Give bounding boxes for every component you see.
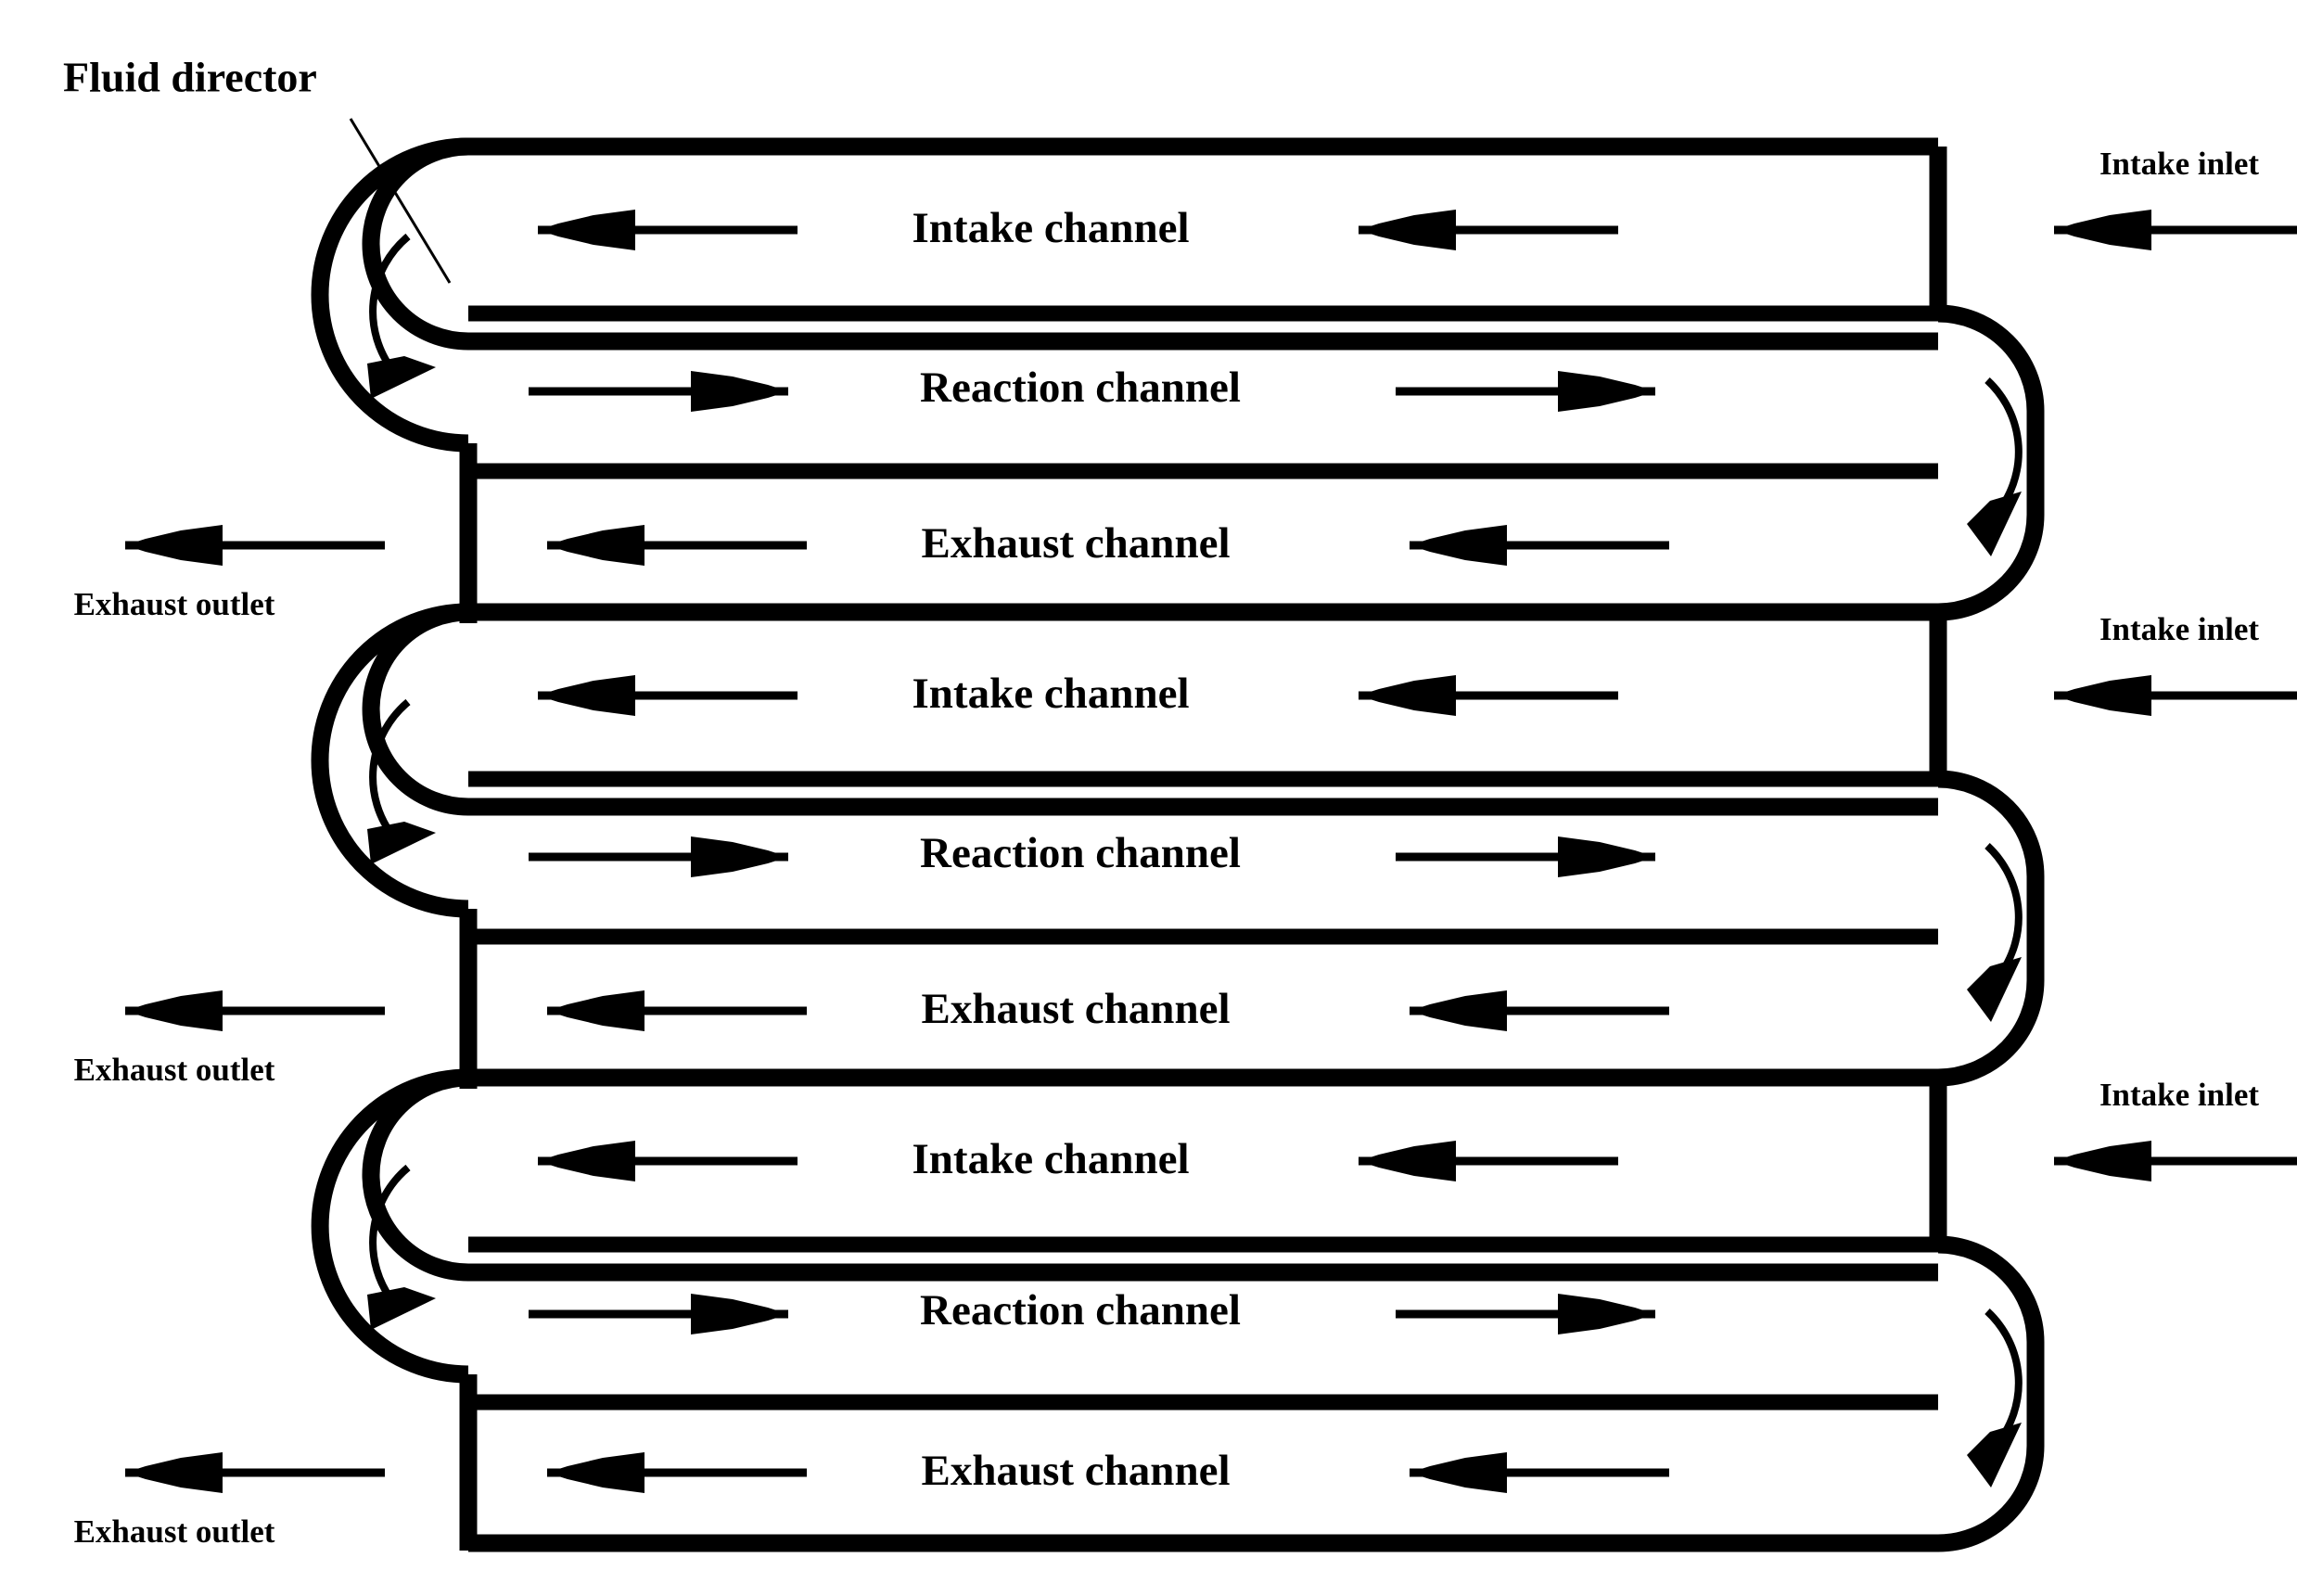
unit-2-intake-inlet-label: Intake inlet [2099, 611, 2259, 647]
unit-3-exhaust-row: Exhaust channel [547, 1447, 1669, 1495]
unit-2-reaction-row: Reaction channel [529, 829, 1655, 877]
unit-1-exhaust-row: Exhaust channel [547, 519, 1669, 568]
unit-3-intake-row: Intake channel [538, 1135, 1618, 1183]
intake-inlet-arrow [2054, 1141, 2297, 1181]
unit-3-exhaust-channel-label: Exhaust channel [921, 1447, 1230, 1495]
unit-2-exhaust-outlet-label: Exhaust outlet [74, 1052, 275, 1088]
flow-arrow-right [1396, 371, 1655, 412]
unit-3-reaction-channel-label: Reaction channel [920, 1286, 1241, 1334]
flow-arrow-right [529, 1294, 788, 1334]
flow-arrow-right [1396, 836, 1655, 877]
flow-arrow-left [538, 675, 798, 716]
unit-2-exhaust-outlet: Exhaust outlet [74, 990, 385, 1088]
unit-3-left-fluid-director-arc [369, 1164, 411, 1305]
unit-2-reaction-right-bend [1937, 770, 2045, 1087]
unit-3-intake-inlet: Intake inlet [2054, 1077, 2297, 1181]
unit-2-intake-inlet: Intake inlet [2054, 611, 2297, 716]
unit-1-left-fluid-director-arc [369, 233, 411, 374]
unit-2-intake-row: Intake channel [538, 670, 1618, 718]
flow-arrow-left [1410, 525, 1669, 566]
unit-1-reaction-right-bend [1937, 304, 2045, 621]
unit-1-intake-inlet: Intake inlet [2054, 146, 2297, 250]
flow-arrow-left [1359, 675, 1618, 716]
intake-inlet-arrow [2054, 210, 2297, 250]
unit-1-exhaust-outlet: Exhaust outlet [74, 525, 385, 622]
flow-arrow-left [538, 210, 798, 250]
flow-arrow-left [547, 525, 807, 566]
flow-arrow-right [1396, 1294, 1655, 1334]
unit-1-intake-inlet-label: Intake inlet [2099, 146, 2259, 182]
unit-3-exhaust-outlet: Exhaust outlet [74, 1452, 385, 1550]
fluid-director-callout: Fluid director [63, 54, 452, 284]
flow-arrow-left [547, 990, 807, 1031]
unit-2-left-fluid-director-head [367, 822, 436, 864]
unit-3-group: Intake channel Reaction channel Exhaust … [74, 1068, 2297, 1552]
unit-2-right-fluid-director-head [1967, 957, 2022, 1022]
unit-1-group: Intake channel Reaction channel Exhaust … [74, 137, 2297, 623]
unit-3-intake-inlet-label: Intake inlet [2099, 1077, 2259, 1113]
unit-2-exhaust-row: Exhaust channel [547, 985, 1669, 1033]
unit-1-left-bend-outer [311, 137, 469, 453]
unit-1-intake-channel-label: Intake channel [912, 204, 1189, 252]
unit-1-exhaust-channel-label: Exhaust channel [921, 519, 1230, 568]
flow-arrow-left [1410, 1452, 1669, 1493]
intake-inlet-arrow [2054, 675, 2297, 716]
fluid-director-leader-line [349, 118, 452, 284]
unit-1-right-fluid-director-head [1967, 492, 2022, 556]
flow-arrow-left [547, 1452, 807, 1493]
unit-3-left-bend-outer [311, 1068, 469, 1384]
unit-2-left-fluid-director-arc [369, 698, 411, 839]
unit-3-left-fluid-director-head [367, 1287, 436, 1330]
flow-arrow-left [538, 1141, 798, 1181]
exhaust-outlet-arrow [125, 525, 385, 566]
unit-3-reaction-right-bend [1937, 1235, 2045, 1552]
unit-3-intake-channel-label: Intake channel [912, 1135, 1189, 1183]
unit-3-right-fluid-director-head [1967, 1423, 2022, 1487]
unit-1-reaction-channel-label: Reaction channel [920, 364, 1241, 412]
unit-3-exhaust-outlet-label: Exhaust outlet [74, 1513, 275, 1550]
unit-2-exhaust-channel-label: Exhaust channel [921, 985, 1230, 1033]
unit-1-left-fluid-director-head [367, 356, 436, 399]
unit-2-reaction-channel-label: Reaction channel [920, 829, 1241, 877]
unit-2-left-bend-outer [311, 603, 469, 918]
flow-arrow-left [1359, 1141, 1618, 1181]
exhaust-outlet-arrow [125, 1452, 385, 1493]
unit-1-intake-row: Intake channel [538, 204, 1618, 252]
fluid-director-label: Fluid director [63, 54, 317, 101]
unit-3-reaction-row: Reaction channel [529, 1286, 1655, 1334]
unit-2-group: Intake channel Reaction channel Exhaust … [74, 603, 2297, 1089]
flow-arrow-left [1410, 990, 1669, 1031]
flow-arrow-left [1359, 210, 1618, 250]
unit-1-reaction-row: Reaction channel [529, 364, 1655, 412]
unit-1-exhaust-outlet-label: Exhaust outlet [74, 586, 275, 622]
flow-arrow-right [529, 371, 788, 412]
exhaust-outlet-arrow [125, 990, 385, 1031]
flow-arrow-right [529, 836, 788, 877]
unit-2-intake-channel-label: Intake channel [912, 670, 1189, 718]
